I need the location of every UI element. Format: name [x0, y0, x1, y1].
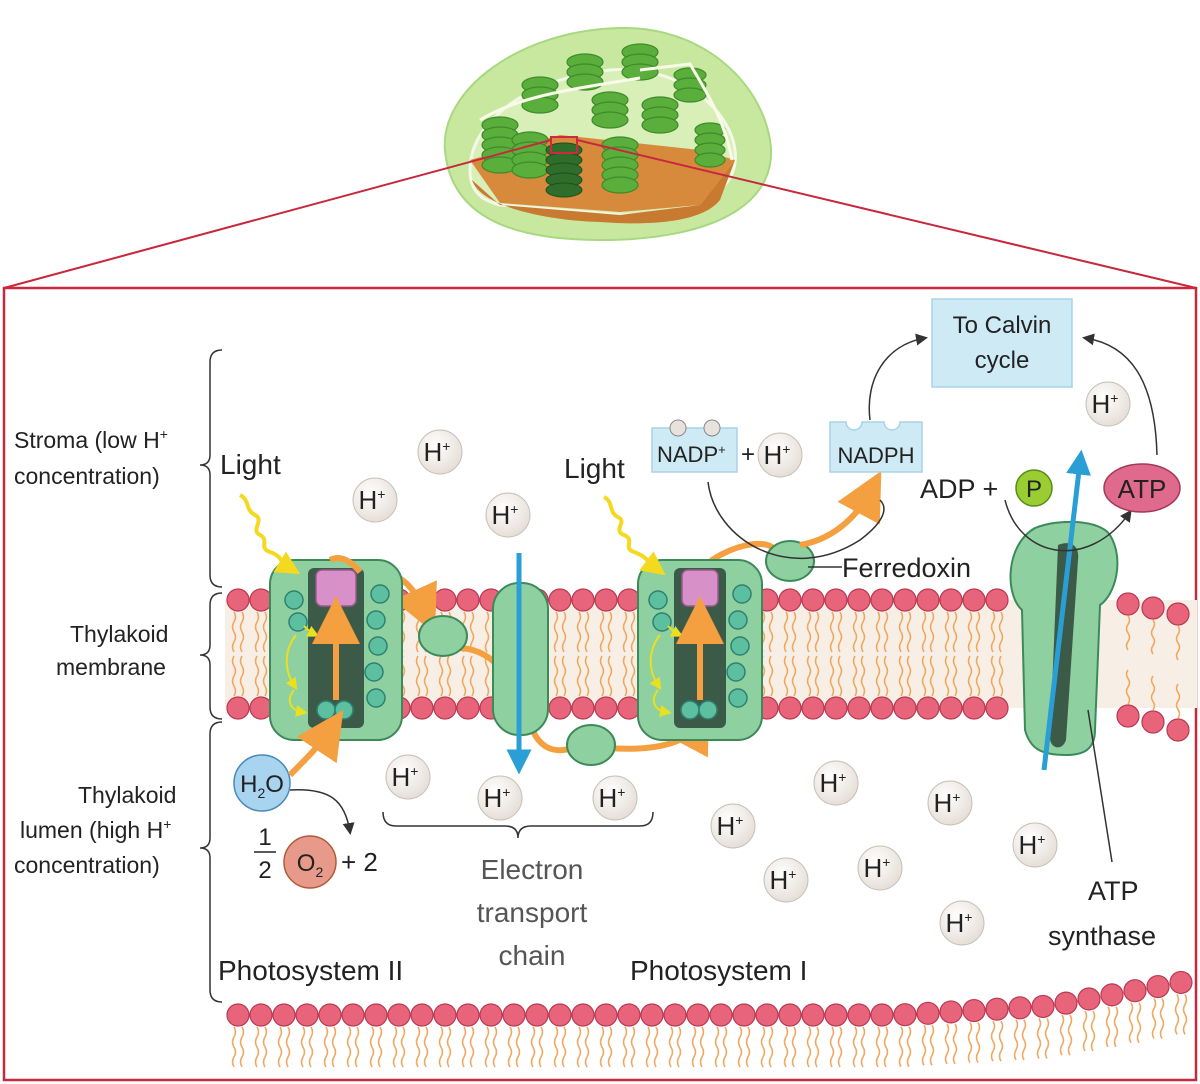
svg-text:O2: O2	[297, 850, 324, 880]
atp-to-calvin-arrow	[1082, 333, 1158, 456]
svg-text:H+: H+	[820, 768, 847, 798]
svg-text:H+: H+	[1019, 830, 1046, 860]
svg-text:H+: H+	[764, 440, 791, 470]
proton-11: H+	[710, 803, 756, 849]
chloroplast-illustration	[443, 26, 773, 242]
oxygen-molecule: O2	[283, 835, 337, 889]
etc-brace	[382, 811, 654, 839]
proton-15: H+	[939, 900, 985, 946]
calvin-cycle-box: To Calvin cycle	[931, 298, 1073, 388]
svg-text:+: +	[741, 441, 755, 468]
atp-synthase-label-line2: synthase	[1048, 921, 1156, 951]
proton-6: H+	[385, 754, 431, 800]
svg-text:H+: H+	[359, 485, 386, 515]
svg-text:2: 2	[258, 857, 271, 884]
nadph: NADPH	[829, 421, 923, 473]
ferredoxin	[765, 540, 815, 582]
svg-text:To Calvin: To Calvin	[953, 312, 1052, 339]
proton-4: H+	[757, 432, 803, 478]
svg-text:H+: H+	[864, 853, 891, 883]
svg-text:NADPH: NADPH	[837, 443, 914, 468]
water-molecule: H2O	[233, 754, 291, 812]
atp-synthase-label-line1: ATP	[1088, 876, 1139, 906]
proton-14: H+	[857, 845, 903, 891]
etc-label-line3: chain	[499, 940, 566, 971]
photosystem-ii	[269, 559, 403, 741]
svg-text:H+: H+	[392, 762, 419, 792]
svg-text:H+: H+	[1092, 389, 1119, 419]
plastocyanin	[566, 724, 616, 766]
plus-two-label: + 2	[341, 847, 378, 877]
svg-text:H+: H+	[770, 865, 797, 895]
water-electron-arrow	[287, 710, 344, 778]
proton-7: H+	[477, 775, 523, 821]
reaction-center	[681, 569, 719, 607]
proton-9: H+	[813, 760, 859, 806]
etc-label-line2: transport	[477, 897, 588, 928]
adp-label: ADP +	[920, 474, 998, 504]
photosystem-i	[637, 559, 763, 741]
phosphate: P	[1015, 469, 1053, 507]
svg-text:P: P	[1026, 476, 1042, 503]
proton-3: H+	[485, 492, 531, 538]
region-braces	[199, 349, 223, 1003]
proton-1: H+	[417, 429, 463, 475]
nadp-plus: NADP+	[651, 419, 738, 473]
nadp-reduction-arrow	[707, 481, 885, 559]
water-split-arrow	[289, 789, 355, 835]
svg-text:cycle: cycle	[975, 347, 1030, 374]
plastoquinone	[418, 615, 468, 657]
svg-text:H+: H+	[934, 788, 961, 818]
svg-text:lumen (high H+: lumen (high H+	[20, 816, 171, 843]
half-fraction: 1 2	[254, 824, 276, 884]
svg-text:H+: H+	[717, 811, 744, 841]
atp-synthase	[1009, 520, 1119, 757]
svg-text:concentration): concentration)	[14, 463, 160, 489]
thylakoid-lumen-label: Thylakoid lumen (high H+ concentration)	[14, 782, 176, 878]
svg-text:NADP+: NADP+	[657, 442, 726, 467]
svg-text:Thylakoid: Thylakoid	[78, 782, 176, 808]
svg-text:H+: H+	[424, 437, 451, 467]
light-2: Light	[564, 453, 666, 576]
svg-text:H+: H+	[599, 783, 626, 813]
proton-8: H+	[592, 775, 638, 821]
electron-to-nadp	[799, 470, 882, 548]
svg-text:ATP: ATP	[1118, 474, 1167, 504]
svg-text:H2O: H2O	[240, 771, 284, 801]
svg-text:concentration): concentration)	[14, 852, 160, 878]
ferredoxin-label: Ferredoxin	[842, 553, 971, 583]
svg-text:Thylakoid: Thylakoid	[70, 621, 168, 647]
svg-text:H+: H+	[484, 783, 511, 813]
nadph-to-calvin-arrow	[868, 333, 928, 421]
light-1: Light	[220, 449, 301, 575]
reaction-center	[315, 569, 357, 607]
svg-text:H+: H+	[946, 908, 973, 938]
proton-10: H+	[927, 780, 973, 826]
etc-label-line1: Electron	[481, 854, 584, 885]
svg-text:Stroma (low H+: Stroma (low H+	[14, 426, 168, 453]
svg-text:1: 1	[258, 824, 271, 851]
svg-text:Light: Light	[564, 453, 625, 484]
atp-synthase-proton-flow	[1041, 449, 1091, 771]
protons: H+ H+ H+ H+ H+ H+ H+ H+ H+ H+ H+ H+ H+ H+ H+	[352, 381, 1131, 946]
atp-formation-arrow	[1004, 499, 1132, 552]
svg-text:Light: Light	[220, 449, 281, 480]
stroma-label: Stroma (low H+ concentration)	[14, 426, 168, 489]
proton-5: H+	[1085, 381, 1131, 427]
proton-2: H+	[352, 477, 398, 523]
atp: ATP	[1103, 463, 1181, 513]
photosystem-i-label: Photosystem I	[630, 955, 807, 986]
proton-12: H+	[1012, 822, 1058, 868]
proton-13: H+	[763, 857, 809, 903]
photosystem-ii-label: Photosystem II	[218, 955, 403, 986]
svg-text:membrane: membrane	[56, 654, 166, 680]
thylakoid-membrane-label: Thylakoid membrane	[56, 621, 168, 680]
svg-text:H+: H+	[492, 500, 519, 530]
